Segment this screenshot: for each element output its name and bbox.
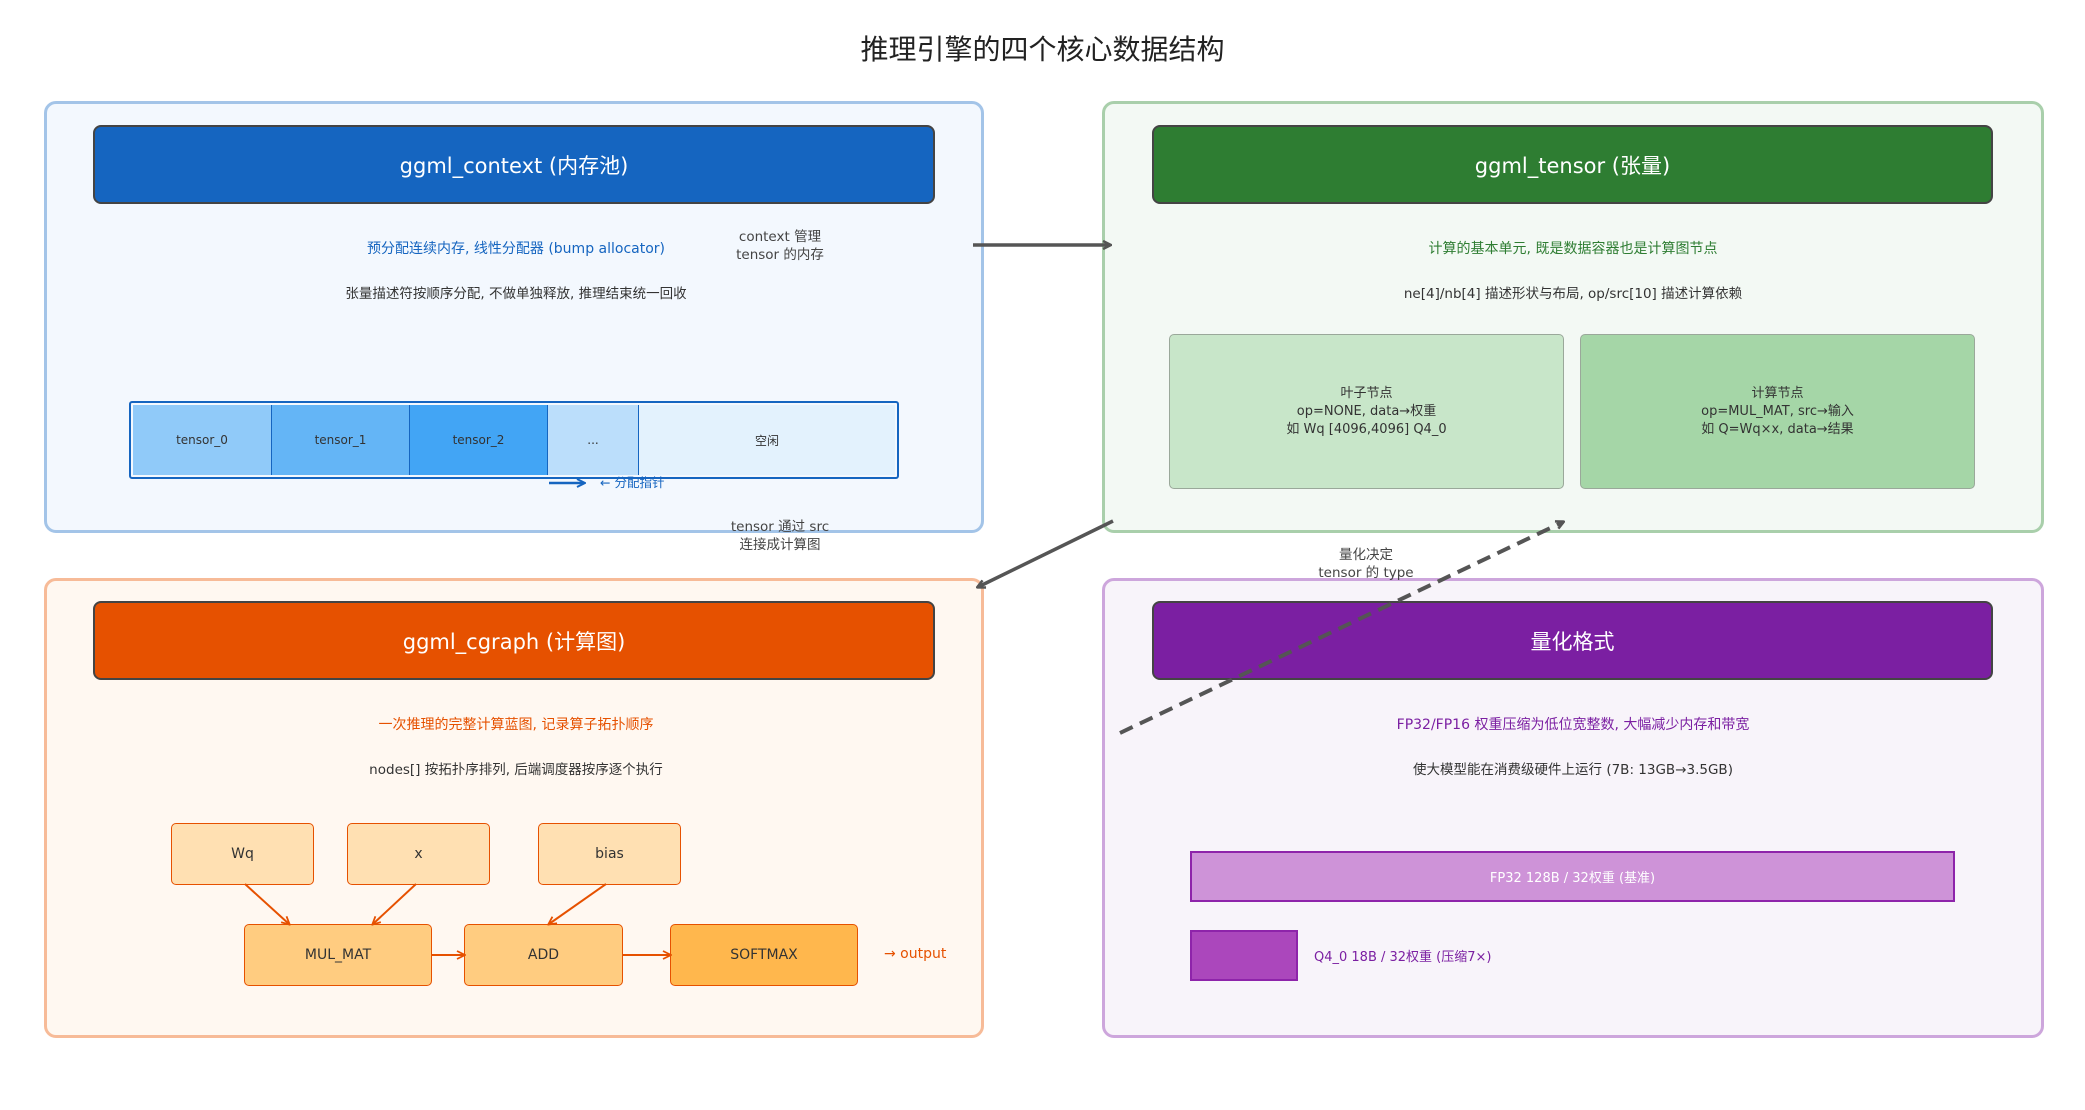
compute-node-example: 如 Q=Wq×x, data→结果 bbox=[1701, 421, 1854, 437]
tensor-subtitle: 计算的基本单元, 既是数据容器也是计算图节点 bbox=[1428, 241, 1718, 257]
memory-cell-label: tensor_0 bbox=[176, 433, 228, 447]
leaf-node-title: 叶子节点 bbox=[1340, 385, 1393, 401]
quant-header: 量化格式 bbox=[1152, 601, 1993, 680]
graph-node-bias: bias bbox=[538, 823, 681, 885]
context-header: ggml_context (内存池) bbox=[93, 125, 935, 204]
leaf-node-box: 叶子节点 op=NONE, data→权重 如 Wq [4096,4096] Q… bbox=[1169, 334, 1564, 489]
edge-label-line: tensor 的内存 bbox=[736, 247, 824, 263]
memory-cell-label: 空闲 bbox=[754, 433, 779, 448]
memory-pool-bar: tensor_0 tensor_1 tensor_2 ... 空闲 bbox=[129, 401, 899, 479]
memory-cell-label: tensor_1 bbox=[314, 433, 367, 447]
cgraph-header: ggml_cgraph (计算图) bbox=[93, 601, 935, 680]
q4-size-label: Q4_0 18B / 32权重 (压缩7×) bbox=[1314, 950, 1492, 965]
edge-label-line: 连接成计算图 bbox=[739, 537, 821, 553]
leaf-node-example: 如 Wq [4096,4096] Q4_0 bbox=[1286, 421, 1447, 437]
graph-node-x: x bbox=[347, 823, 490, 885]
edge-tensor-to-cgraph bbox=[978, 519, 1114, 587]
graph-node-wq: Wq bbox=[171, 823, 314, 885]
fp32-size-label: FP32 128B / 32权重 (基准) bbox=[1489, 871, 1656, 886]
edge-label-line: tensor 通过 src bbox=[730, 519, 830, 535]
leaf-node-op: op=NONE, data→权重 bbox=[1296, 403, 1437, 419]
edge-label-tensor-cgraph: tensor 通过 src 连接成计算图 bbox=[731, 518, 829, 554]
edge-label-line: tensor 的 type bbox=[1318, 565, 1414, 581]
cgraph-description: nodes[] 按拓扑序排列, 后端调度器按序逐个执行 bbox=[369, 762, 663, 778]
edge-label-line: 量化决定 bbox=[1339, 547, 1393, 563]
edge-label-quant-tensor: 量化决定 tensor 的 type bbox=[1318, 546, 1413, 582]
edge-label-line: context 管理 bbox=[738, 229, 822, 245]
quant-description: 使大模型能在消费级硬件上运行 (7B: 13GB→3.5GB) bbox=[1413, 762, 1733, 778]
graph-node-mul-mat: MUL_MAT bbox=[244, 924, 432, 986]
q4-size-bar bbox=[1190, 930, 1298, 981]
memory-cell: tensor_0 bbox=[133, 405, 272, 475]
edge-label-context-tensor: context 管理 tensor 的内存 bbox=[736, 228, 824, 264]
fp32-size-bar: FP32 128B / 32权重 (基准) bbox=[1190, 851, 1955, 902]
tensor-header: ggml_tensor (张量) bbox=[1152, 125, 1993, 204]
memory-cell: tensor_1 bbox=[272, 405, 410, 475]
diagram-title: 推理引擎的四个核心数据结构 bbox=[860, 33, 1225, 66]
tensor-description: ne[4]/nb[4] 描述形状与布局, op/src[10] 描述计算依赖 bbox=[1403, 286, 1743, 302]
memory-cell: tensor_2 bbox=[410, 405, 548, 475]
compute-node-op: op=MUL_MAT, src→输入 bbox=[1701, 403, 1854, 419]
context-description: 张量描述符按顺序分配, 不做单独释放, 推理结束统一回收 bbox=[345, 286, 687, 302]
graph-output-label: → output bbox=[884, 946, 947, 962]
memory-cell: ... bbox=[548, 405, 639, 475]
memory-cell-label: ... bbox=[587, 433, 599, 447]
allocation-pointer-label: ← 分配指针 bbox=[600, 475, 665, 490]
compute-node-box: 计算节点 op=MUL_MAT, src→输入 如 Q=Wq×x, data→结… bbox=[1580, 334, 1975, 489]
quant-subtitle: FP32/FP16 权重压缩为低位宽整数, 大幅减少内存和带宽 bbox=[1396, 717, 1750, 733]
memory-cell-label: tensor_2 bbox=[452, 433, 505, 447]
graph-node-add: ADD bbox=[464, 924, 623, 986]
compute-node-title: 计算节点 bbox=[1751, 385, 1804, 401]
cgraph-subtitle: 一次推理的完整计算蓝图, 记录算子拓扑顺序 bbox=[378, 717, 654, 733]
memory-cell-free: 空闲 bbox=[639, 405, 895, 475]
context-subtitle: 预分配连续内存, 线性分配器 (bump allocator) bbox=[366, 241, 666, 257]
graph-node-softmax: SOFTMAX bbox=[670, 924, 858, 986]
